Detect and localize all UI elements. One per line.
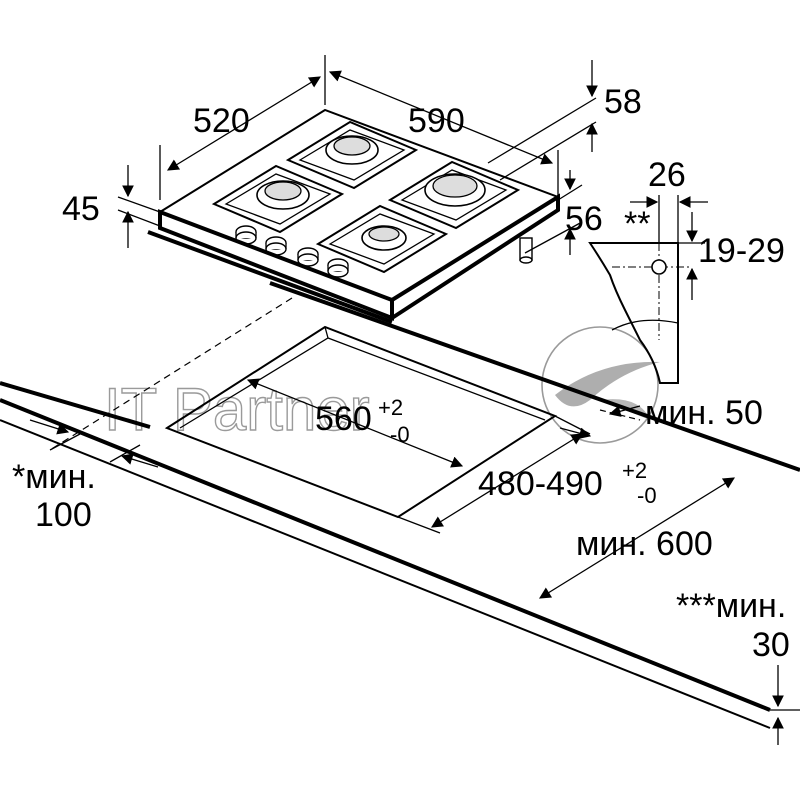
- dim-min-100-value: 100: [35, 496, 92, 534]
- dim-590: 590: [408, 102, 465, 140]
- dim-58: 58: [604, 83, 642, 121]
- control-knobs: [235, 225, 349, 278]
- dim-520: 520: [193, 102, 250, 140]
- dim-480-490: 480-490: [478, 465, 603, 503]
- dim-480-490-tol-plus: +2: [622, 458, 647, 483]
- dim-560: 560: [315, 400, 372, 438]
- countertop: [0, 281, 800, 729]
- dim-min-30-value: 30: [752, 626, 790, 664]
- dim-560-tol-plus: +2: [378, 395, 403, 420]
- mounting-bracket-detail: [588, 242, 690, 384]
- dim-560-tol-minus: -0: [390, 422, 410, 447]
- dimension-labels: 520 590 58 45 56 26 ** 19-29 560 +2 -0 4…: [12, 83, 790, 664]
- dim-bracket-note: **: [624, 205, 650, 243]
- dim-min-30-label: ***мин.: [676, 587, 786, 625]
- burner-grid-right: [387, 160, 521, 230]
- dim-min-50: мин. 50: [645, 394, 763, 432]
- dim-19-29: 19-29: [698, 232, 785, 270]
- dim-min-100-label: *мин.: [12, 458, 96, 496]
- dim-26: 26: [648, 156, 686, 194]
- burner-grid-rear: [285, 120, 419, 190]
- dim-45: 45: [62, 190, 100, 228]
- dim-min-600: мин. 600: [576, 525, 713, 563]
- dimension-lines: [29, 55, 800, 745]
- gas-hob: [147, 108, 561, 324]
- dim-56: 56: [565, 200, 603, 238]
- watermark: IT Partner: [103, 326, 660, 444]
- burner-grid-front: [315, 204, 449, 274]
- dim-480-490-tol-minus: -0: [637, 483, 657, 508]
- burner-grid-left: [211, 164, 345, 234]
